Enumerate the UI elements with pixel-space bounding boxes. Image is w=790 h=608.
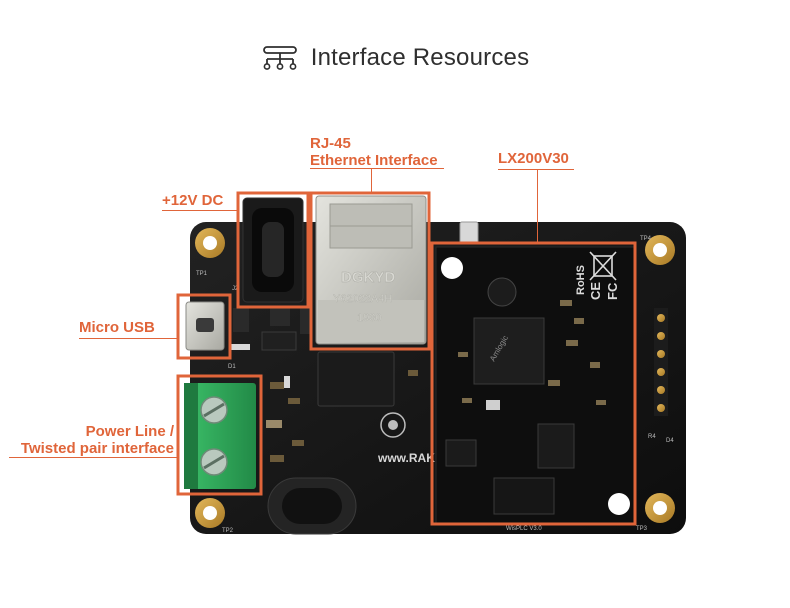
fcc-mark: FC — [605, 282, 620, 300]
smd-components — [230, 306, 418, 462]
ic-chip — [317, 351, 395, 407]
silkscreen-tp2: TP2 — [222, 528, 234, 534]
frame-dc-jack — [236, 191, 310, 309]
label-dc12v: +12V DC — [162, 192, 224, 209]
leader-line-powerline — [9, 457, 178, 458]
silkscreen-rev: WisPLC V3.0 — [506, 526, 542, 532]
network-hub-icon — [262, 46, 297, 70]
silkscreen-tp1: TP1 — [196, 271, 208, 277]
ce-mark: CE — [588, 282, 603, 300]
silkscreen-d4: D4 — [666, 438, 674, 444]
label-powerline-line2: Twisted pair interface — [20, 440, 174, 457]
label-micro-usb: Micro USB — [79, 319, 155, 336]
label-powerline: Power Line / Twisted pair interface — [9, 423, 174, 457]
mounting-hole — [645, 493, 675, 523]
lx200v30-module — [435, 246, 635, 524]
label-rj45-line1: RJ-45 — [310, 135, 351, 152]
leader-line-rj45 — [310, 168, 444, 169]
label-rj45-line2: Ethernet Interface — [310, 152, 438, 169]
mounting-hole — [195, 228, 225, 258]
rohs-mark: RoHS — [575, 265, 587, 295]
leader-line-lx-v — [537, 169, 538, 243]
silkscreen-tp3: TP3 — [636, 526, 648, 532]
leader-line-dc — [162, 210, 238, 211]
page-title: Interface Resources — [310, 44, 530, 71]
transformer — [267, 477, 357, 535]
mounting-hole — [195, 498, 225, 528]
ic-chip — [233, 308, 249, 332]
rj45-date-text: 1930 — [357, 312, 381, 324]
frame-rj45 — [309, 191, 431, 351]
label-lx200v30: LX200V30 — [498, 150, 569, 167]
leader-line-usb — [79, 338, 178, 339]
rj45-part-text: Y62022A4H — [333, 293, 392, 305]
leader-line-rj45-v — [371, 168, 372, 193]
silkscreen-j2: J2 — [232, 286, 239, 292]
micro-usb-port — [185, 301, 225, 351]
silkscreen-d1: D1 — [228, 364, 236, 370]
page-header: Interface Resources — [0, 38, 790, 78]
green-terminal-block — [184, 383, 256, 489]
label-powerline-line1: Power Line / — [85, 423, 174, 440]
ic-chip — [261, 331, 297, 351]
highlight-frames — [176, 191, 637, 526]
weee-bin-icon — [589, 251, 617, 281]
dc-power-jack — [242, 197, 304, 303]
pin-header — [654, 308, 668, 416]
frame-micro-usb — [176, 293, 232, 360]
frame-terminal — [176, 374, 263, 496]
rj45-brand-text: DGKYD — [341, 269, 395, 286]
leader-line-lx — [498, 169, 574, 170]
push-button — [459, 221, 479, 245]
rak-logo-icon — [380, 412, 406, 438]
rj45-jack — [315, 195, 427, 345]
label-rj45: RJ-45 Ethernet Interface — [310, 135, 438, 169]
mounting-hole — [645, 235, 675, 265]
silkscreen-web: www.RAK — [377, 451, 435, 465]
silkscreen-tp4: TP4 — [640, 236, 652, 242]
frame-lx200v30 — [430, 241, 637, 526]
silkscreen-r4: R4 — [648, 434, 656, 440]
